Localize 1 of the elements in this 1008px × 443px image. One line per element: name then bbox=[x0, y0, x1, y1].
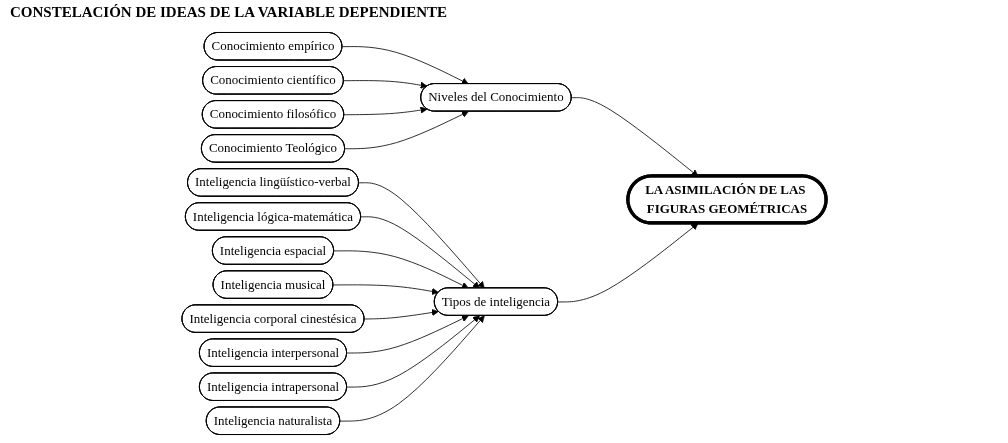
diagram-title: CONSTELACIÓN DE IDEAS DE LA VARIABLE DEPENDIENTE bbox=[10, 4, 448, 21]
